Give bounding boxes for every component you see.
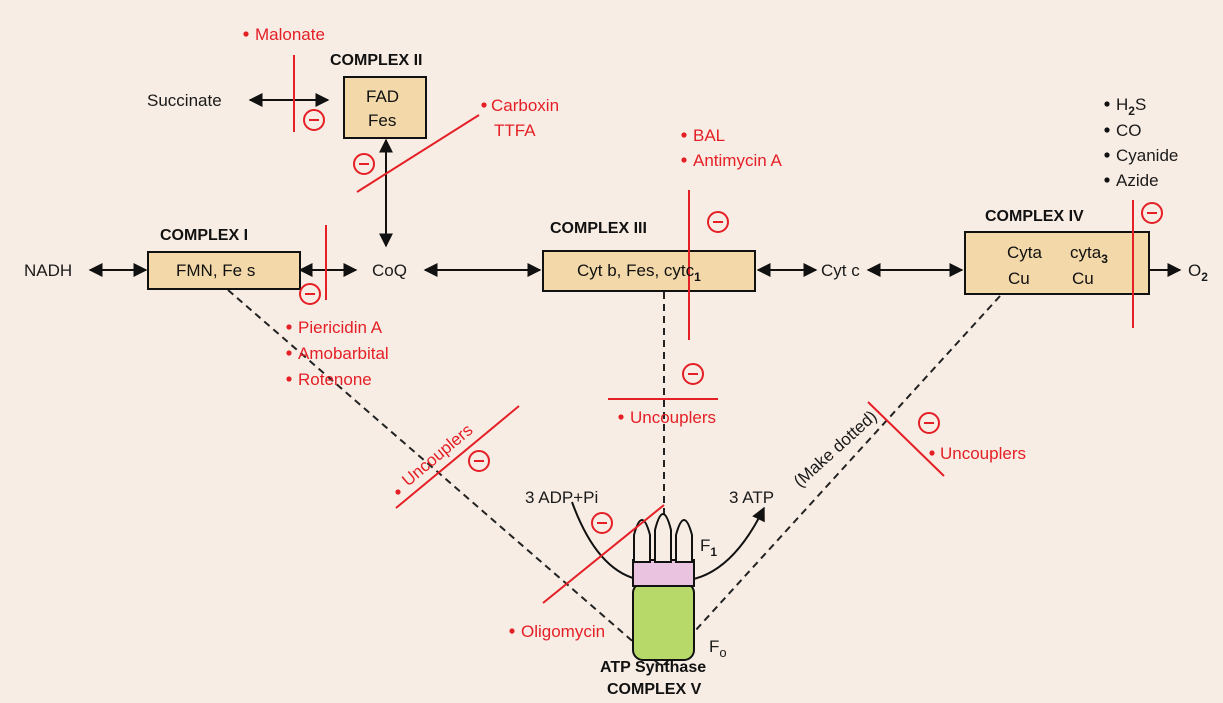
bullet [1104,152,1110,158]
complex-ii-fes: Fes [368,111,396,130]
complex-ii-title: COMPLEX II [330,52,422,69]
red-bullets [243,31,935,634]
inhibit-icon-carboxin [353,153,375,175]
inhibit-symbols [299,109,1163,534]
complex-iv-cyta: Cyta [1007,243,1043,262]
inhibition-bars [293,55,1134,604]
uncouplers-left-label: Uncouplers [398,420,476,490]
succinate-label: Succinate [147,91,222,110]
complex-i-title: COMPLEX I [160,227,248,244]
inhibit-icon-uncouplers-mid [682,363,704,385]
fo-label: Fo [709,637,727,660]
bullet [1104,127,1110,133]
inhibit-icon-antimycin [707,211,729,233]
bullet [395,489,401,495]
atp-label: 3 ATP [729,488,774,507]
atp-synthase [632,513,695,661]
o2-label: O2 [1188,261,1208,284]
complex-iv-cyta3: cyta3 [1070,243,1108,266]
malonate-label: Malonate [255,25,325,44]
complex-i-box [147,251,301,290]
f1-head-mid [654,513,672,563]
co-label: CO [1116,121,1142,140]
oligomycin-label: Oligomycin [521,622,605,641]
bullet [286,324,292,330]
inhibit-minus-signs [305,119,1157,524]
complex-iv-title: COMPLEX IV [985,208,1084,225]
coq-label: CoQ [372,261,407,280]
carboxin-label: Carboxin [491,96,559,115]
complex-v-label: COMPLEX V [607,681,702,698]
atp-synthase-label: ATP Synthase [600,659,706,676]
adp-label: 3 ADP+Pi [525,488,598,507]
inhibit-icon-cyanide [1141,202,1163,224]
azide-label: Azide [1116,171,1159,190]
bullet [681,157,687,163]
complex-boxes [147,76,1150,295]
bal-label: BAL [693,126,725,145]
nadh-label: NADH [24,261,72,280]
bullet [243,31,249,37]
inhibit-icon-uncouplers-left [468,450,490,472]
cytc-label: Cyt c [821,261,860,280]
ttfa-label: TTFA [494,121,536,140]
complex-ii-box [343,76,427,139]
bullet [681,132,687,138]
complex-ii-fad: FAD [366,87,399,106]
bullet [1104,101,1110,107]
uncouplers-right-label: Uncouplers [940,444,1026,463]
inhibit-icon-malonate [303,109,325,131]
complex-iv-box [964,231,1150,295]
dashed-line-complex-iv [663,295,1001,666]
f1-stalk [632,559,695,587]
black-bullets [1104,101,1110,183]
amobarbital-label: Amobarbital [298,344,389,363]
chain-arrows [88,93,1182,583]
dashed-line-complex-i [227,289,661,666]
complex-i-box-label: FMN, Fe s [176,261,255,280]
inhibit-icon-complex-i [299,283,321,305]
rotenone-label: Rotenone [298,370,372,389]
bullet [509,628,515,634]
complex-iii-title: COMPLEX III [550,220,647,237]
bar-carboxin [356,114,480,193]
bar-uncouplers-right [867,401,945,477]
dashed-connectors [227,289,1001,666]
h2s-label: H2S [1116,95,1146,118]
bar-oligomycin [542,504,665,604]
f1-head-left [633,519,651,563]
bullet [286,350,292,356]
complex-iv-cu-2: Cu [1072,269,1094,288]
antimycin-label: Antimycin A [693,151,782,170]
complex-iii-box-label: Cyt b, Fes, cytc1 [577,261,701,284]
bullet [481,102,487,108]
bar-uncouplers-left [395,405,520,509]
f1-label: F1 [700,536,717,559]
inhibit-icon-oligomycin [591,512,613,534]
complex-iv-cu-1: Cu [1008,269,1030,288]
bullet [1104,177,1110,183]
cyanide-label: Cyanide [1116,146,1178,165]
f1-head-right [675,519,693,563]
inhibit-icon-uncouplers-right [918,412,940,434]
piericidin-label: Piericidin A [298,318,383,337]
fo-subunit [632,582,695,661]
bullet [929,450,935,456]
bullet [618,414,624,420]
complex-iii-box [542,250,756,292]
uncouplers-mid-label: Uncouplers [630,408,716,427]
bullet [286,376,292,382]
